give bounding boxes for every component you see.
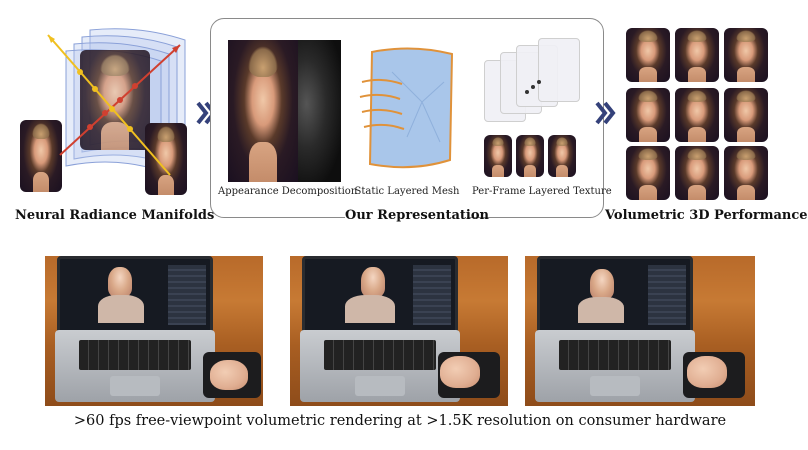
performance-frame [626,28,670,82]
performance-frame [675,146,719,200]
performance-frame [675,88,719,142]
performance-frame [724,146,768,200]
static-layered-mesh-graphic [359,47,454,169]
hand [440,356,480,388]
volumetric-3d-performance-label: Volumetric 3D Performance [605,208,808,223]
camera-rays-graphic [47,34,181,176]
our-representation-label: Our Representation [345,208,489,223]
laptop-screen [302,256,458,334]
laptop-demo-photo-1 [45,256,263,406]
laptop-base [55,330,215,402]
performance-frame [675,28,719,82]
texture-frame-thumbnail [548,135,576,177]
right-view-image [145,123,187,195]
hand [687,356,727,388]
performance-frame [626,88,670,142]
static-layered-mesh-caption: Static Layered Mesh [354,186,460,197]
neural-radiance-manifolds-figure [20,25,200,200]
hand [210,360,248,390]
left-view-image [20,120,62,192]
texture-layer-tile [538,38,580,102]
manifold-center-face [80,50,150,150]
appearance-decomposition-caption: Appearance Decomposition [218,186,358,197]
laptop-demo-photo-3 [525,256,755,406]
neural-radiance-manifolds-label: Neural Radiance Manifolds [15,208,215,223]
per-frame-layered-texture-caption: Per-Frame Layered Texture [472,186,612,197]
bottom-caption: >60 fps free-viewpoint volumetric render… [73,413,727,429]
laptop-demo-photo-2 [290,256,508,406]
laptop-base [300,330,460,402]
performance-frame [724,88,768,142]
volumetric-performance-grid [626,28,772,200]
texture-frame-thumbnail [516,135,544,177]
texture-frame-thumbnail [484,135,512,177]
performance-frame [724,28,768,82]
laptop-base [535,330,695,402]
laptop-screen [537,256,693,334]
chevron-right-icon [595,101,616,125]
ellipsis-icon [525,80,541,94]
performance-frame [626,146,670,200]
laptop-screen [57,256,213,334]
appearance-decomposition-image [228,40,341,182]
